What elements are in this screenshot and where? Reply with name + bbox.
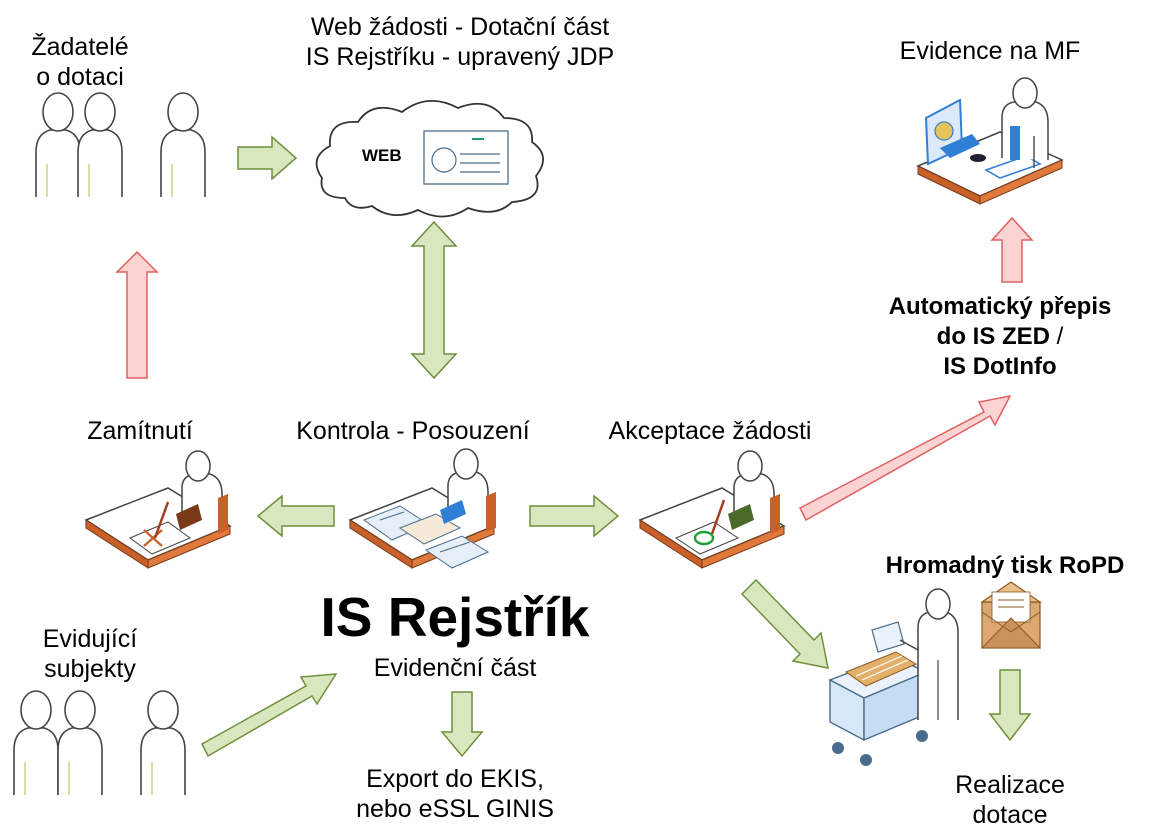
web-cloud-label: WEB: [362, 146, 402, 165]
auto-transfer-line2-bold: do IS ZED: [936, 323, 1050, 350]
applicants-label-line2: o dotaci: [36, 63, 124, 91]
mf-workstation-icon: [916, 77, 1064, 205]
export-label: Export do EKIS, nebo eSSL GINIS: [320, 764, 590, 824]
arrow-applicants-to-web: [237, 135, 298, 181]
auto-transfer-line2: do IS ZED /: [850, 322, 1150, 352]
arrow-review-to-rejection: [256, 494, 335, 538]
is-rejstrik-subtitle: Evidenční část: [373, 654, 537, 682]
arrow-auto-transfer-to-mf: [990, 216, 1034, 283]
web-cloud-icon: [315, 100, 544, 218]
arrow-acceptance-to-auto-transfer: [798, 394, 1012, 522]
review-label: Kontrola - Posouzení: [296, 417, 530, 445]
arrow-rejection-to-applicants: [115, 250, 159, 379]
realization-label-line1: Realizace: [955, 771, 1065, 799]
mail-cart-icon: [828, 588, 959, 766]
registrars-label-line1: Evidující: [42, 625, 138, 653]
acceptance-label: Akceptace žádosti: [608, 417, 812, 445]
is-rejstrik-title: IS Rejstřík: [320, 586, 590, 648]
acceptance-desk-icon: [638, 450, 786, 569]
arrow-acceptance-to-bulk-print: [740, 578, 829, 669]
applicants-figure-1: [35, 92, 81, 198]
web-portal-label: Web žádosti - Dotační část IS Rejstříku …: [255, 12, 665, 72]
realization-label: Realizace dotace: [920, 770, 1100, 829]
arrow-is-rejstrik-to-export: [440, 691, 484, 758]
arrow-web-review-bidirectional: [410, 220, 458, 380]
auto-transfer-line1: Automatický přepis: [888, 293, 1112, 320]
arrow-review-to-acceptance: [529, 494, 620, 538]
arrow-bulk-print-to-realization: [988, 669, 1032, 742]
auto-transfer-label: Automatický přepis do IS ZED / IS DotInf…: [850, 292, 1150, 382]
review-desk-icon: [348, 448, 496, 569]
realization-label-line2: dotace: [972, 801, 1048, 829]
registrars-label-line2: subjekty: [44, 655, 136, 683]
auto-transfer-line3: IS DotInfo: [943, 353, 1057, 380]
envelope-icon: [980, 581, 1042, 649]
applicants-label-line1: Žadatelé: [31, 33, 129, 61]
export-label-line2: nebo eSSL GINIS: [356, 795, 554, 823]
bulk-print-label: Hromadný tisk RoPD: [885, 552, 1125, 579]
rejection-label: Zamítnutí: [87, 417, 193, 445]
applicants-figure-2: [77, 92, 123, 198]
registrars-figure-1: [13, 690, 59, 796]
mf-records-label: Evidence na MF: [899, 37, 1081, 65]
registrars-figure-2: [57, 690, 103, 796]
applicants-figure-3: [160, 92, 206, 198]
arrow-registrars-to-is-rejstrik: [201, 673, 338, 758]
applicants-label: Žadatelé o dotaci: [10, 32, 150, 92]
web-portal-label-line1: Web žádosti - Dotační část: [310, 13, 610, 41]
auto-transfer-line2-rest: /: [1050, 323, 1064, 350]
export-label-line1: Export do EKIS,: [366, 765, 544, 793]
web-portal-label-line2: IS Rejstříku - upravený JDP: [305, 43, 615, 71]
registrars-label: Evidující subjekty: [20, 624, 160, 684]
rejection-desk-icon: [84, 450, 232, 569]
registrars-figure-3: [140, 690, 186, 796]
